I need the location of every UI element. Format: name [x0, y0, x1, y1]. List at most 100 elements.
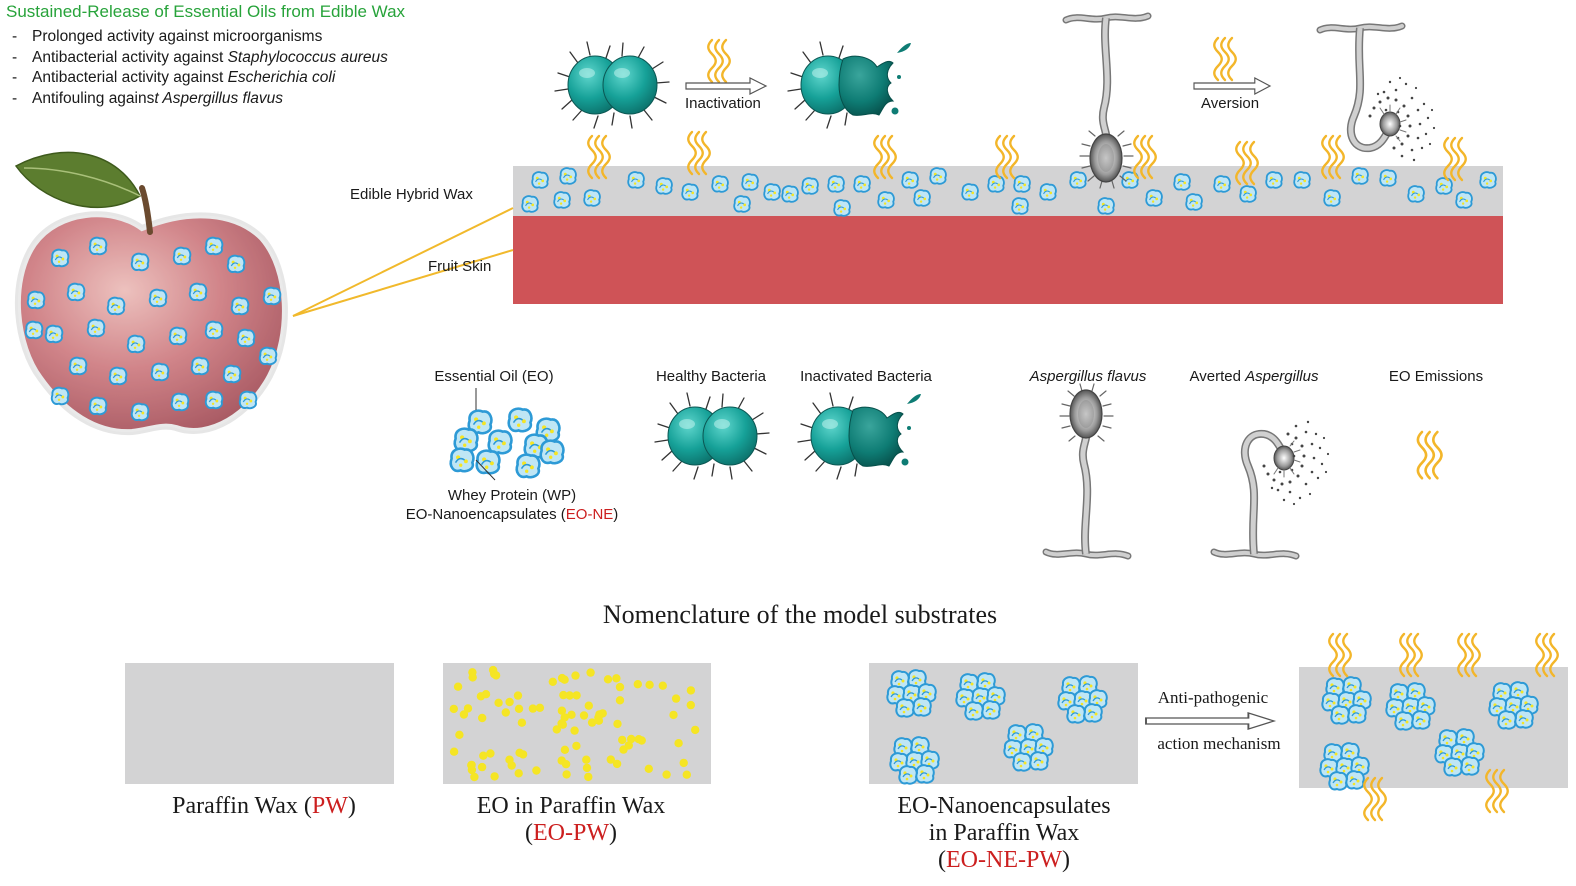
eo-droplet: [645, 680, 654, 689]
eo-droplet: [481, 690, 491, 699]
eopw-caption: EO in Paraffin Wax(EO-PW): [477, 793, 665, 847]
nanocapsule-icon: [172, 246, 192, 266]
nanocapsule-icon: [1013, 175, 1031, 193]
bullet-dash: -: [12, 28, 18, 45]
averted-aspergillus-icon: [1214, 421, 1329, 556]
nanocapsule-icon: [827, 175, 845, 193]
leaf-vein: [23, 167, 141, 197]
eo-droplet: [505, 755, 514, 764]
nanocapsule-icon: [507, 407, 533, 433]
eo-droplet: [587, 718, 597, 727]
nanocapsule-icon: [86, 318, 106, 338]
eo-droplet: [669, 710, 678, 720]
feature-text: Prolonged activity against microorganism…: [32, 28, 323, 45]
eo-droplet: [586, 668, 595, 677]
nanocapsule-icon: [627, 171, 645, 189]
nanocapsule-icon: [204, 390, 224, 410]
feature-item: -Antibacterial activity against Escheric…: [12, 68, 388, 89]
nanocapsule-icon: [130, 402, 150, 422]
nanocapsule-icon: [733, 195, 751, 213]
legend-aspergillus-label: Aspergillus flavus: [1029, 368, 1147, 385]
apple-icon: [14, 151, 288, 436]
eopw-code: EO-PW: [533, 820, 609, 846]
nanocapsule-icon: [1323, 189, 1341, 207]
eo-droplet: [615, 682, 625, 692]
eo-droplet: [479, 751, 488, 760]
feature-text: Antibacterial activity against: [32, 48, 228, 66]
eo-droplet: [488, 665, 498, 675]
feature-list: -Prolonged activity against microorganis…: [12, 27, 388, 109]
eo-droplet: [557, 706, 567, 715]
eo-droplet: [571, 671, 580, 680]
eo-droplet: [613, 719, 622, 729]
nanocapsule-icon: [168, 326, 188, 346]
bacteria-icon: [654, 392, 770, 480]
mechanism-line1: Anti-pathogenic: [1157, 688, 1269, 707]
nepw-line2: in Paraffin Wax: [928, 820, 1080, 846]
legend-averted-prefix: Averted: [1189, 368, 1246, 385]
legend-emissions-label: EO Emissions: [1388, 368, 1484, 385]
eo-droplet: [582, 755, 591, 764]
eo-droplet: [449, 704, 458, 714]
eo-droplet: [691, 725, 700, 735]
nanocapsule-icon: [741, 173, 759, 191]
nanocapsule-icon: [901, 171, 919, 189]
eo-droplet: [603, 675, 613, 684]
legend-eo-title: Essential Oil (EO): [434, 368, 554, 385]
edible-wax-label: Edible Hybrid Wax: [350, 186, 473, 203]
nanocapsule-icon: [1069, 171, 1087, 189]
eo-droplet: [561, 760, 571, 769]
nepw-line1: EO-Nanoencapsulates: [897, 793, 1111, 819]
nepw-open: (: [938, 847, 947, 873]
nanocapsule-icon: [1351, 167, 1369, 185]
nanocapsule-icon: [1407, 185, 1425, 203]
apple-body: [14, 211, 288, 436]
nanocapsule-icon: [50, 386, 70, 406]
nanocapsule-icon: [475, 449, 501, 475]
feature-species: Escherichia coli: [227, 69, 336, 86]
eo-droplet: [463, 704, 473, 713]
nanocapsule-icon: [781, 185, 799, 203]
page-title: Sustained-Release of Essential Oils from…: [6, 2, 406, 21]
eo-droplet: [515, 748, 524, 757]
nanocapsule-icon: [188, 282, 208, 302]
connector-line: [292, 249, 514, 317]
eo-droplet: [633, 680, 642, 689]
fruit-skin-label: Fruit Skin: [428, 258, 492, 275]
nanocapsule-icon: [88, 396, 108, 416]
bullet-dash: -: [12, 69, 18, 86]
nanocapsule-icon: [487, 429, 513, 455]
eo-droplet: [455, 730, 464, 739]
eo-droplet: [453, 682, 463, 691]
eo-droplet: [679, 758, 688, 768]
pw-caption: Paraffin Wax (PW): [172, 793, 356, 820]
legend-averted-species: Aspergillus: [1245, 368, 1319, 385]
legend-ne-suffix: ): [613, 506, 619, 523]
nanocapsule-icon: [801, 177, 819, 195]
aversion-label: Aversion: [1201, 95, 1260, 112]
nanocapsule-icon: [236, 328, 256, 348]
nanocapsule-icon: [987, 175, 1005, 193]
nanocapsule-icon: [204, 236, 224, 256]
nanocapsule-icon: [521, 195, 539, 213]
eo-droplet: [671, 694, 681, 703]
nanocapsule-icon: [929, 167, 947, 185]
pw-substrate: [125, 663, 394, 784]
nanocapsule-icon: [1479, 171, 1497, 189]
eopw-line1: EO in Paraffin Wax: [476, 793, 666, 819]
nanocapsule-icon: [126, 334, 146, 354]
nanocapsule-icon: [539, 439, 565, 465]
eo-droplet: [468, 673, 477, 682]
eo-droplet: [514, 704, 524, 713]
nanocapsule-icon: [204, 320, 224, 340]
nanocapsule-icon: [238, 390, 258, 410]
nanocapsule-icon: [258, 346, 278, 366]
nanocapsule-icon: [1239, 185, 1257, 203]
eo-droplet: [517, 718, 527, 727]
eo-droplet: [459, 710, 469, 719]
nanocapsule-icon: [449, 447, 475, 473]
nanocapsule-icon: [130, 252, 150, 272]
nanocapsule-icon: [1265, 171, 1283, 189]
nanocapsule-icon: [68, 356, 88, 376]
